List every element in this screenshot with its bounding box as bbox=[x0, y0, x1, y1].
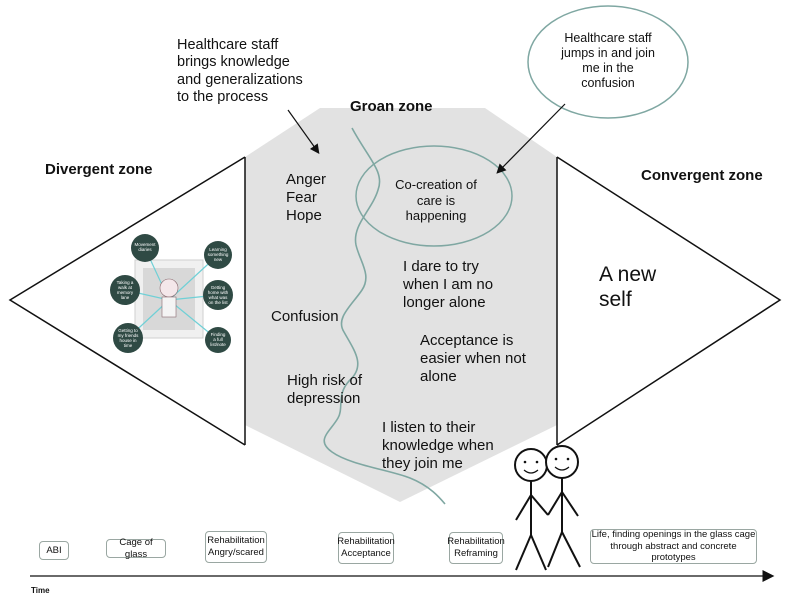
confusion-path bbox=[323, 127, 446, 505]
bubble-text: Getting to my friends house in time bbox=[117, 328, 139, 348]
bubble-text: Learning something new bbox=[207, 247, 229, 262]
staff-confusion-note: Healthcare staff jumps in and join me in… bbox=[561, 31, 655, 90]
confusion-text: Confusion bbox=[271, 308, 339, 325]
bubble-text: Getting home with what was on the list bbox=[207, 285, 229, 305]
bubble-text: Finding a full list/note bbox=[210, 332, 226, 347]
staff-knowledge-note: Healthcare staff brings knowledge and ge… bbox=[177, 37, 303, 106]
convergent-zone-shape bbox=[556, 156, 782, 446]
new-self-text: A new self bbox=[599, 263, 657, 312]
stick-figures bbox=[514, 445, 581, 571]
timeline-stage-cage-of-glass: Cage of glass bbox=[106, 537, 166, 560]
timeline-stage-abi: ABI bbox=[39, 541, 69, 560]
stick-figure-left-head bbox=[514, 448, 548, 482]
arrow-knowledge bbox=[287, 109, 320, 154]
timeline-stage-rehab-reframing: Rehabilitation Reframing bbox=[447, 532, 505, 564]
timeline-stage-life: Life, finding openings in the glass cage… bbox=[590, 528, 757, 564]
stick-figure-right-head bbox=[545, 445, 579, 479]
listen-text: I listen to their knowledge when they jo… bbox=[382, 419, 494, 472]
timeline-stage-rehab-angry: Rehabilitation Angry/scared bbox=[205, 531, 267, 563]
arrow-confusion bbox=[496, 103, 566, 174]
bubble-text: Movement diaries bbox=[134, 242, 156, 252]
emotions-text: Anger Fear Hope bbox=[286, 171, 327, 224]
time-axis-label: Time bbox=[31, 586, 50, 595]
timeline-stage-rehab-acceptance: Rehabilitation Acceptance bbox=[337, 532, 395, 564]
cocreation-text: Co-creation of care is happening bbox=[395, 177, 477, 224]
acceptance-text: Acceptance is easier when not alone bbox=[420, 332, 526, 385]
cocreation-ellipse bbox=[355, 145, 513, 247]
person-illustration-head bbox=[159, 278, 179, 298]
groan-zone-shape bbox=[245, 108, 557, 502]
bubble-text: Taking a walk at memory lane bbox=[116, 280, 134, 300]
divergent-illustration bbox=[110, 234, 233, 353]
dare-text: I dare to try when I am no longer alone bbox=[403, 258, 494, 311]
divergent-zone-shape bbox=[8, 156, 246, 446]
groan-zone-title: Groan zone bbox=[350, 98, 433, 115]
convergent-zone-title: Convergent zone bbox=[641, 167, 763, 184]
divergent-zone-title: Divergent zone bbox=[45, 161, 153, 178]
staff-confusion-bubble bbox=[527, 5, 689, 119]
risk-text: High risk of depression bbox=[287, 372, 363, 407]
